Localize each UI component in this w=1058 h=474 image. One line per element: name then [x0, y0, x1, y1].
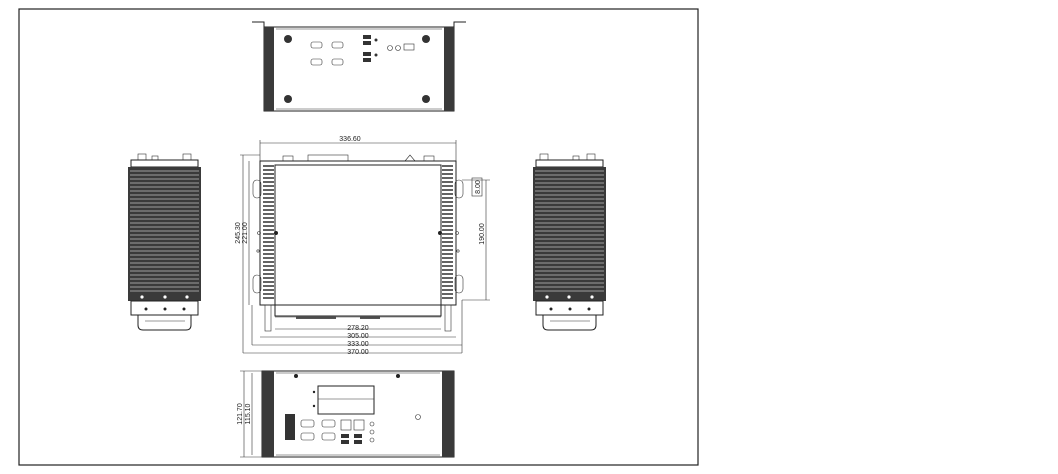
drawing-frame — [18, 8, 699, 466]
dim-width-4: 370.00 — [347, 349, 369, 356]
dim-width-2: 305.00 — [347, 333, 369, 340]
right-side-view — [533, 153, 606, 331]
dim-mount-pitch: 8.00 — [475, 180, 482, 194]
dim-height-outer: 245.30 — [235, 222, 242, 244]
dim-width-1: 278.20 — [347, 325, 369, 332]
front-view: 121.70 115.10 — [237, 370, 455, 458]
left-side-view — [128, 153, 201, 331]
dim-top-width: 336.60 — [339, 136, 361, 143]
dim-front-height-outer: 121.70 — [237, 403, 244, 425]
dim-width-3: 333.00 — [347, 341, 369, 348]
dim-mount-height: 190.00 — [479, 223, 486, 245]
dim-front-height-inner: 115.10 — [245, 403, 252, 424]
plan-view: 336.60 245.30 221.00 190.00 8.00 278.20 … — [235, 136, 490, 356]
top-view — [252, 21, 466, 112]
dim-height-inner: 221.00 — [242, 222, 249, 244]
